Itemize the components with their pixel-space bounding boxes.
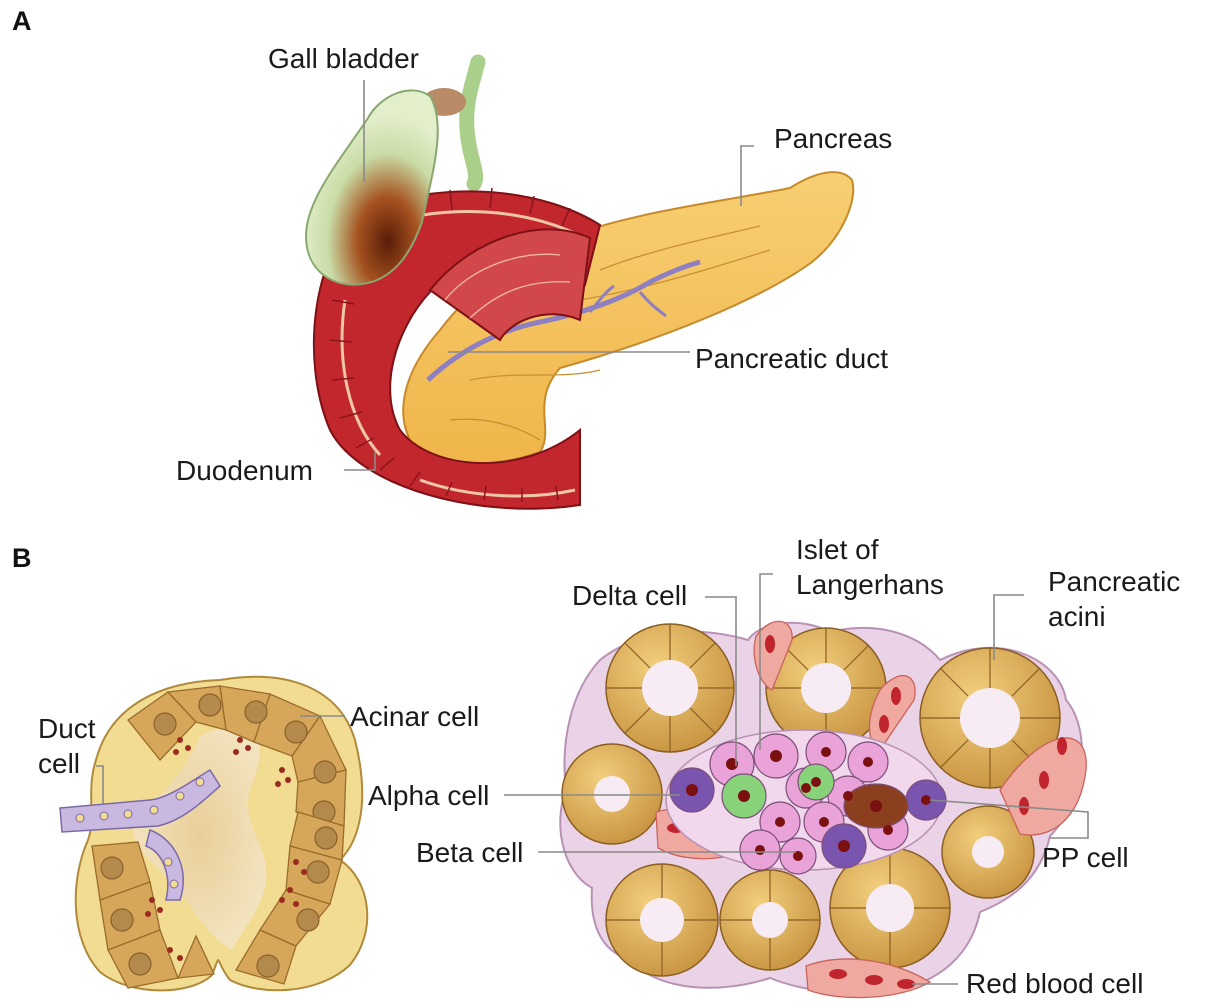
duct-cell-label-line2: cell [38,747,80,780]
acinar-cell-label: Acinar cell [350,700,479,733]
panel-label-a: A [12,6,32,37]
cystic-duct [467,62,478,184]
pancreatic-acini-label-line2: acini [1048,600,1106,633]
islet-label-line2: Langerhans [796,568,944,601]
delta-cell-label: Delta cell [572,579,687,612]
beta-cell-label: Beta cell [416,836,523,869]
gall-bladder-label: Gall bladder [268,42,419,75]
pp-cell-label: PP cell [1042,841,1129,874]
duct-cell-label-line1: Duct [38,712,96,745]
pancreatic-duct-label: Pancreatic duct [695,342,888,375]
red-blood-cell-label: Red blood cell [966,967,1143,1000]
islet-label-line1: Islet of [796,533,878,566]
panel-label-b: B [12,543,32,574]
panel-b-acinus [60,677,367,991]
pancreas-label: Pancreas [774,122,892,155]
panel-b-islet-tissue [560,621,1086,997]
panel-a-organs [306,62,853,509]
pancreatic-acini-label-line1: Pancreatic [1048,565,1180,598]
duodenum-label: Duodenum [176,454,313,487]
alpha-cell-label: Alpha cell [368,779,489,812]
